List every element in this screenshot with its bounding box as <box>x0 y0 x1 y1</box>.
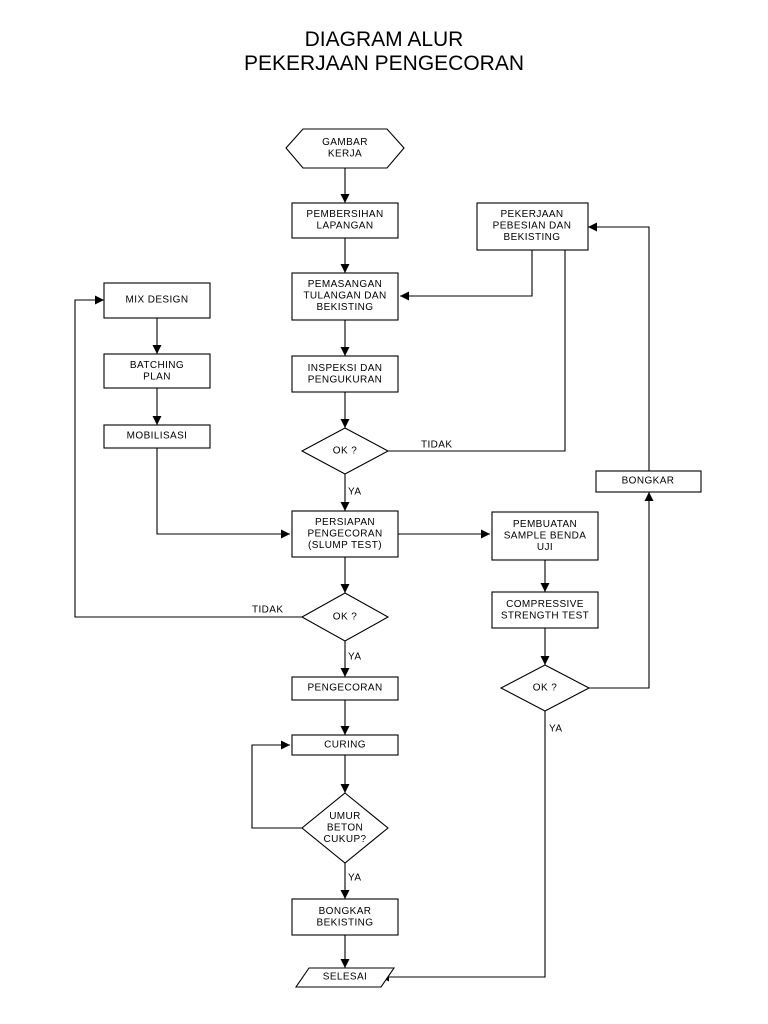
node-label-pemasangan-3: BEKISTING <box>317 302 374 313</box>
node-label-inspeksi-1: INSPEKSI DAN <box>308 363 383 374</box>
node-persiapan <box>291 510 399 558</box>
edge-ok1-tidak-pebesian <box>388 250 566 452</box>
edge-pebesian-pemasangan <box>400 250 533 301</box>
node-bongkar-bekisting <box>291 898 399 936</box>
node-gambar-kerja <box>285 128 405 169</box>
node-label-pemasangan-1: PEMASANGAN <box>308 279 383 290</box>
node-label-persiapan-3: (SLUMP TEST) <box>308 540 382 551</box>
node-pemasangan <box>291 272 399 321</box>
node-ok1 <box>300 427 390 475</box>
node-label-ok3-1: OK ? <box>533 683 557 694</box>
node-label-pemasangan-2: TULANGAN DAN <box>303 291 386 302</box>
node-label-pembuatan-3: UJI <box>537 542 553 553</box>
node-label-batching-2: PLAN <box>143 371 171 382</box>
edge-ok3-ya-selesai <box>380 711 546 982</box>
node-ok3 <box>499 664 591 712</box>
node-pekerjaan-pebesian <box>476 202 589 251</box>
node-label-mobilisasi-1: MOBILISASI <box>127 431 188 442</box>
edge-ok3-bongkar <box>589 492 654 689</box>
title-line-1: DIAGRAM ALUR <box>304 28 464 51</box>
node-label-gambar-kerja-1: GAMBAR <box>322 137 368 148</box>
node-label-pekerjaan-pebesian-1: PEKERJAAN <box>500 209 563 220</box>
edge-ok2-tidak-mix <box>74 295 302 618</box>
edge-umur-tidak-curing <box>251 740 302 829</box>
edge-label-ya1: YA <box>348 487 361 498</box>
node-label-pembuatan-2: SAMPLE BENDA <box>504 531 587 542</box>
node-label-bongkar-bekisting-2: BEKISTING <box>317 917 374 928</box>
connectors <box>74 168 654 982</box>
node-selesai <box>294 967 396 988</box>
node-bongkar <box>595 470 702 493</box>
node-label-pekerjaan-pebesian-2: PEBESIAN DAN <box>493 221 572 232</box>
node-pembersihan <box>291 202 399 239</box>
node-label-ok2-1: OK ? <box>333 612 357 623</box>
node-label-selesai-1: SELESAI <box>323 972 368 983</box>
node-ok2 <box>300 592 390 642</box>
node-label-curing-1: CURING <box>324 740 366 751</box>
edge-label-ya3: YA <box>549 724 562 735</box>
shapes <box>103 128 702 988</box>
title-line-2: PEKERJAAN PENGECORAN <box>243 52 525 75</box>
node-label-umur-2: BETON <box>327 823 363 834</box>
node-batching <box>103 353 211 389</box>
node-label-pembuatan-1: PEMBUATAN <box>513 519 577 530</box>
edge-bongkar-pebesian <box>588 222 650 471</box>
labels: GAMBARKERJAPEMBERSIHANLAPANGANPEKERJAANP… <box>126 137 675 983</box>
node-inspeksi <box>291 355 399 393</box>
node-label-bongkar-1: BONGKAR <box>622 476 675 487</box>
node-label-bongkar-bekisting-1: BONGKAR <box>319 906 372 917</box>
edge-label-ya2: YA <box>348 652 361 663</box>
node-label-compressive-2: STRENGTH TEST <box>501 610 589 621</box>
node-umur <box>301 792 389 864</box>
node-label-pengecoran-1: PENGECORAN <box>307 683 382 694</box>
node-mobilisasi <box>103 424 211 449</box>
node-label-inspeksi-2: PENGUKURAN <box>308 374 383 385</box>
node-label-persiapan-2: PENGECORAN <box>307 529 382 540</box>
edge-mobilisasi-persiapan <box>156 448 290 539</box>
node-label-mix-design-1: MIX DESIGN <box>126 295 189 306</box>
node-label-umur-1: UMUR <box>329 811 361 822</box>
node-label-ok1-1: OK ? <box>333 446 357 457</box>
node-label-pekerjaan-pebesian-3: BEKISTING <box>504 232 561 243</box>
node-label-umur-3: CUKUP? <box>324 834 367 845</box>
node-curing <box>291 734 399 756</box>
node-label-batching-1: BATCHING <box>130 360 184 371</box>
node-label-compressive-1: COMPRESSIVE <box>506 599 584 610</box>
node-pembuatan <box>491 511 599 561</box>
edge-label-ya4: YA <box>348 873 361 884</box>
edge-label-tidak2: TIDAK <box>252 605 283 616</box>
node-label-gambar-kerja-2: KERJA <box>328 148 362 159</box>
edge-label-tidak1: TIDAK <box>421 440 452 451</box>
node-pengecoran <box>291 676 399 701</box>
node-label-persiapan-1: PERSIAPAN <box>315 517 375 528</box>
node-mix-design <box>103 282 211 319</box>
node-label-pembersihan-1: PEMBERSIHAN <box>306 209 383 220</box>
node-label-pembersihan-2: LAPANGAN <box>317 220 374 231</box>
node-compressive <box>491 591 599 629</box>
